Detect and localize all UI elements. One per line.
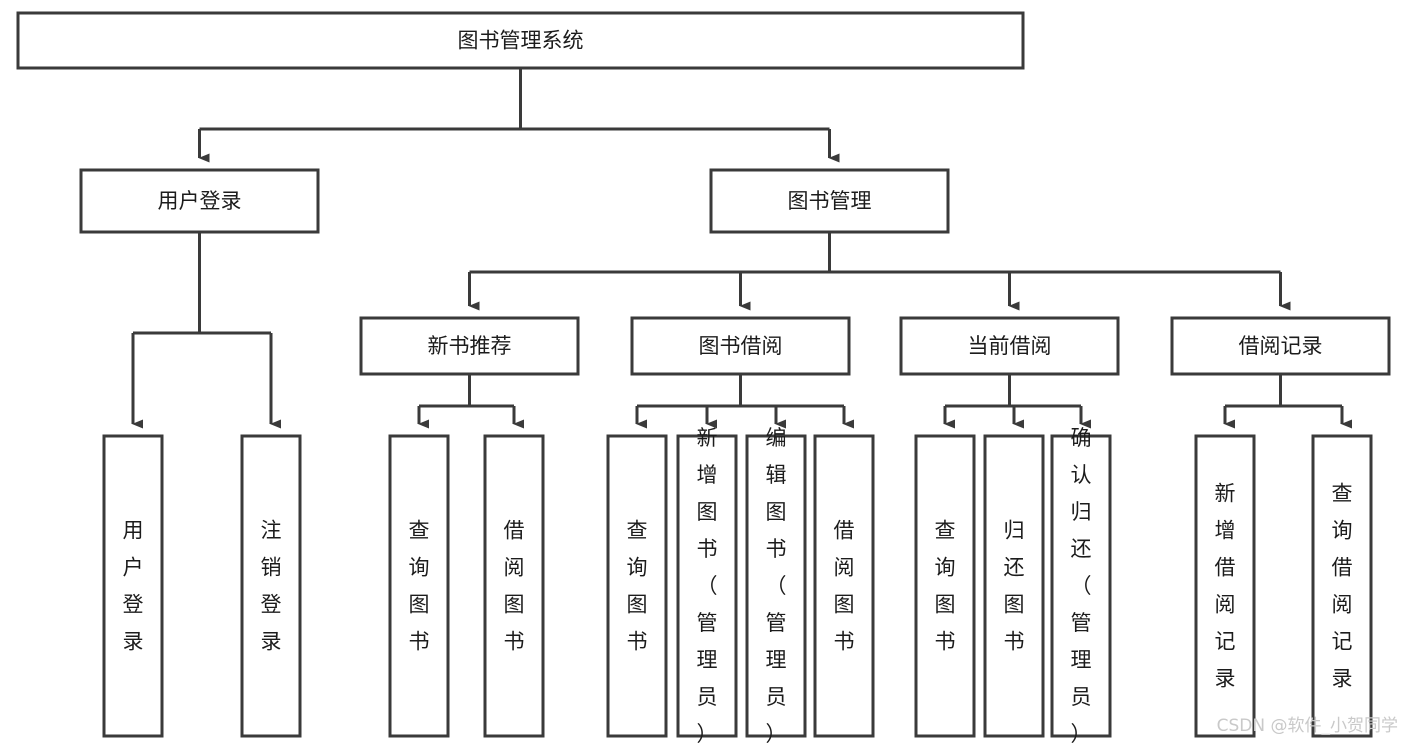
node-label-leaf-borrow-book-2: 借阅图书 (834, 519, 855, 654)
node-label-leaf-logout: 注销登录 (261, 519, 282, 654)
node-leaf-confirm-return[interactable]: 确认归还（管理员） (1050, 426, 1112, 746)
node-label-user-login: 用户登录 (158, 189, 242, 213)
node-leaf-query-book-3[interactable]: 查询图书 (914, 434, 976, 738)
node-box-leaf-edit-book[interactable] (745, 434, 807, 738)
node-leaf-add-record[interactable]: 新增借阅记录 (1194, 434, 1256, 738)
node-label-leaf-add-book: 新增图书（管理员） (697, 426, 718, 746)
node-leaf-query-book-1[interactable]: 查询图书 (388, 434, 450, 738)
node-box-leaf-add-record[interactable] (1194, 434, 1256, 738)
node-book-borrow[interactable]: 图书借阅 (630, 316, 851, 376)
node-label-leaf-confirm-return: 确认归还（管理员） (1071, 426, 1092, 746)
node-box-leaf-add-book[interactable] (676, 434, 738, 738)
node-box-leaf-query-record[interactable] (1311, 434, 1373, 738)
node-leaf-borrow-book-1[interactable]: 借阅图书 (483, 434, 545, 738)
node-box-leaf-logout[interactable] (240, 434, 302, 738)
node-box-leaf-query-book-3[interactable] (914, 434, 976, 738)
node-box-book-borrow[interactable] (630, 316, 851, 376)
node-label-leaf-borrow-book-1: 借阅图书 (504, 519, 525, 654)
node-new-book-rec[interactable]: 新书推荐 (359, 316, 580, 376)
node-label-leaf-edit-book: 编辑图书（管理员） (766, 426, 787, 746)
node-leaf-edit-book[interactable]: 编辑图书（管理员） (745, 426, 807, 746)
node-label-root: 图书管理系统 (458, 29, 584, 53)
node-leaf-user-login[interactable]: 用户登录 (102, 434, 164, 738)
node-label-leaf-return-book: 归还图书 (1004, 519, 1025, 654)
node-leaf-borrow-book-2[interactable]: 借阅图书 (813, 434, 875, 738)
node-label-book-borrow: 图书借阅 (699, 334, 783, 358)
node-label-leaf-query-book-2: 查询图书 (627, 519, 648, 654)
node-box-root[interactable] (16, 11, 1025, 70)
node-label-leaf-query-book-1: 查询图书 (409, 519, 430, 654)
node-box-borrow-record[interactable] (1170, 316, 1391, 376)
node-label-leaf-query-book-3: 查询图书 (935, 519, 956, 654)
node-leaf-query-record[interactable]: 查询借阅记录 (1311, 434, 1373, 738)
node-box-leaf-borrow-book-1[interactable] (483, 434, 545, 738)
node-boxes: 图书管理系统用户登录图书管理新书推荐图书借阅当前借阅借阅记录用户登录注销登录查询… (16, 11, 1391, 746)
node-box-leaf-borrow-book-2[interactable] (813, 434, 875, 738)
node-current-borrow[interactable]: 当前借阅 (899, 316, 1120, 376)
node-box-current-borrow[interactable] (899, 316, 1120, 376)
node-box-leaf-return-book[interactable] (983, 434, 1045, 738)
node-label-leaf-user-login: 用户登录 (123, 519, 144, 654)
node-box-new-book-rec[interactable] (359, 316, 580, 376)
node-box-leaf-confirm-return[interactable] (1050, 434, 1112, 738)
node-leaf-return-book[interactable]: 归还图书 (983, 434, 1045, 738)
node-box-user-login[interactable] (79, 168, 320, 234)
node-label-borrow-record: 借阅记录 (1239, 334, 1323, 358)
node-box-leaf-query-book-1[interactable] (388, 434, 450, 738)
node-borrow-record[interactable]: 借阅记录 (1170, 316, 1391, 376)
node-box-book-manage[interactable] (709, 168, 950, 234)
node-label-leaf-add-record: 新增借阅记录 (1215, 482, 1236, 691)
node-leaf-logout[interactable]: 注销登录 (240, 434, 302, 738)
node-label-book-manage: 图书管理 (788, 189, 872, 213)
node-box-leaf-user-login[interactable] (102, 434, 164, 738)
connector-lines (131, 68, 1352, 429)
node-label-leaf-query-record: 查询借阅记录 (1332, 482, 1353, 691)
node-label-current-borrow: 当前借阅 (968, 334, 1052, 358)
node-leaf-add-book[interactable]: 新增图书（管理员） (676, 426, 738, 746)
node-root[interactable]: 图书管理系统 (16, 11, 1025, 70)
node-book-manage[interactable]: 图书管理 (709, 168, 950, 234)
node-label-new-book-rec: 新书推荐 (428, 334, 512, 358)
node-box-leaf-query-book-2[interactable] (606, 434, 668, 738)
csdn-watermark: CSDN @软件_小贺同学 (1217, 716, 1398, 736)
node-leaf-query-book-2[interactable]: 查询图书 (606, 434, 668, 738)
node-user-login[interactable]: 用户登录 (79, 168, 320, 234)
